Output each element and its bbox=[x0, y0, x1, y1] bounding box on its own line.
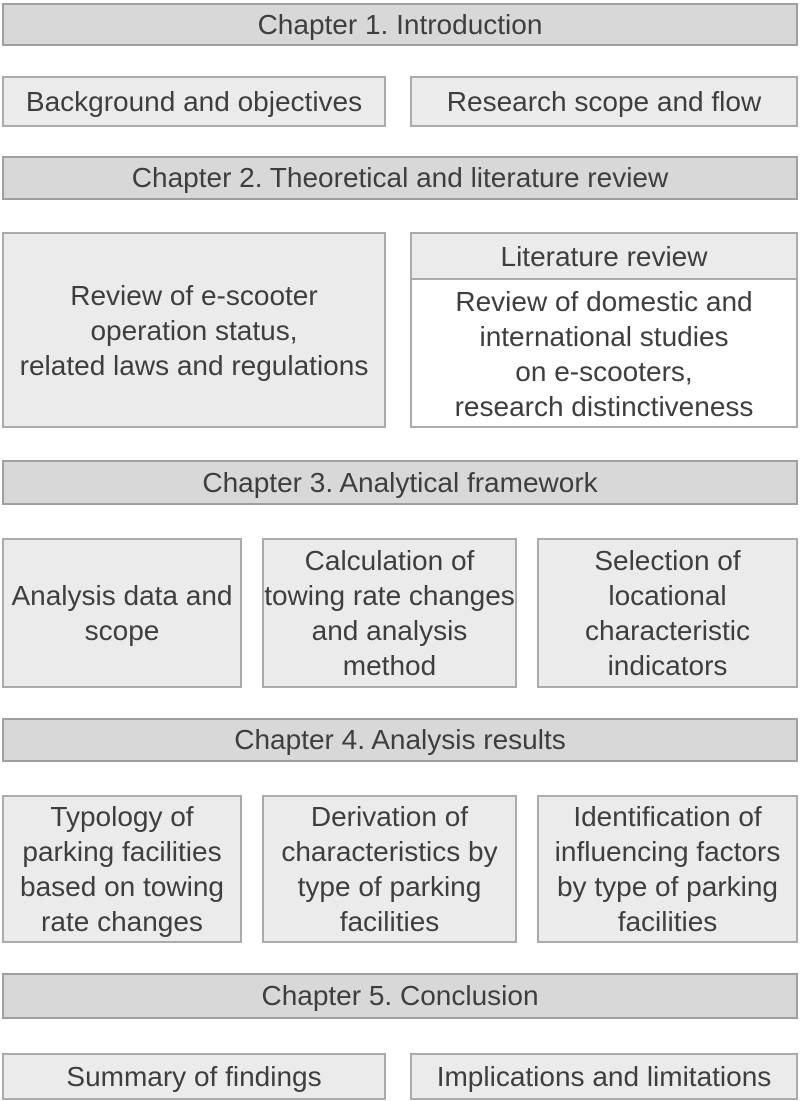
box-summary-of-findings-label: Summary of findings bbox=[66, 1061, 322, 1092]
box-analysis-data-and-scope: Analysis data and scope bbox=[2, 538, 242, 688]
box-research-scope-and-flow: Research scope and flow bbox=[410, 76, 798, 127]
box-literature-review: Literature review Review of domestic and… bbox=[410, 232, 798, 428]
literature-review-header-label: Literature review bbox=[500, 240, 708, 272]
box-towing-rate-calculation-label: Calculation of towing rate changes and a… bbox=[264, 545, 515, 681]
box-implications-and-limitations-label: Implications and limitations bbox=[436, 1061, 772, 1092]
box-parking-typology-label: Typology of parking facilities based on … bbox=[20, 801, 224, 937]
literature-review-body-label: Review of domestic and international stu… bbox=[454, 286, 754, 422]
box-escooter-operation-review: Review of e-scooter operation status, re… bbox=[2, 232, 386, 428]
chapter-2-title: Chapter 2. Theoretical and literature re… bbox=[131, 162, 669, 193]
chapter-2-header-bar: Chapter 2. Theoretical and literature re… bbox=[2, 156, 798, 200]
chapter-4-header-bar: Chapter 4. Analysis results bbox=[2, 718, 798, 762]
box-type-characteristics-label: Derivation of characteristics by type of… bbox=[281, 801, 498, 937]
box-escooter-operation-review-label: Review of e-scooter operation status, re… bbox=[19, 279, 369, 381]
literature-review-body: Review of domestic and international stu… bbox=[412, 280, 796, 428]
box-locational-indicators-label: Selection of locational characteristic i… bbox=[585, 545, 750, 681]
box-type-characteristics: Derivation of characteristics by type of… bbox=[262, 795, 517, 943]
literature-review-header: Literature review bbox=[412, 234, 796, 280]
chapter-1-title: Chapter 1. Introduction bbox=[257, 8, 543, 40]
chapter-4-title: Chapter 4. Analysis results bbox=[234, 724, 566, 755]
box-summary-of-findings: Summary of findings bbox=[2, 1053, 386, 1100]
box-influencing-factors-label: Identification of influencing factors by… bbox=[554, 801, 781, 937]
chapter-5-title: Chapter 5. Conclusion bbox=[261, 980, 539, 1011]
box-implications-and-limitations: Implications and limitations bbox=[410, 1053, 798, 1100]
box-parking-typology: Typology of parking facilities based on … bbox=[2, 795, 242, 943]
chapter-5-header-bar: Chapter 5. Conclusion bbox=[2, 973, 798, 1019]
box-research-scope-and-flow-label: Research scope and flow bbox=[446, 86, 762, 117]
box-analysis-data-and-scope-label: Analysis data and scope bbox=[11, 580, 233, 646]
chapter-3-title: Chapter 3. Analytical framework bbox=[202, 466, 598, 498]
box-locational-indicators: Selection of locational characteristic i… bbox=[537, 538, 798, 688]
box-towing-rate-calculation: Calculation of towing rate changes and a… bbox=[262, 538, 517, 688]
box-background-and-objectives-label: Background and objectives bbox=[25, 86, 363, 117]
chapter-1-header-bar: Chapter 1. Introduction bbox=[2, 3, 798, 46]
box-influencing-factors: Identification of influencing factors by… bbox=[537, 795, 798, 943]
box-background-and-objectives: Background and objectives bbox=[2, 76, 386, 127]
chapter-3-header-bar: Chapter 3. Analytical framework bbox=[2, 460, 798, 505]
